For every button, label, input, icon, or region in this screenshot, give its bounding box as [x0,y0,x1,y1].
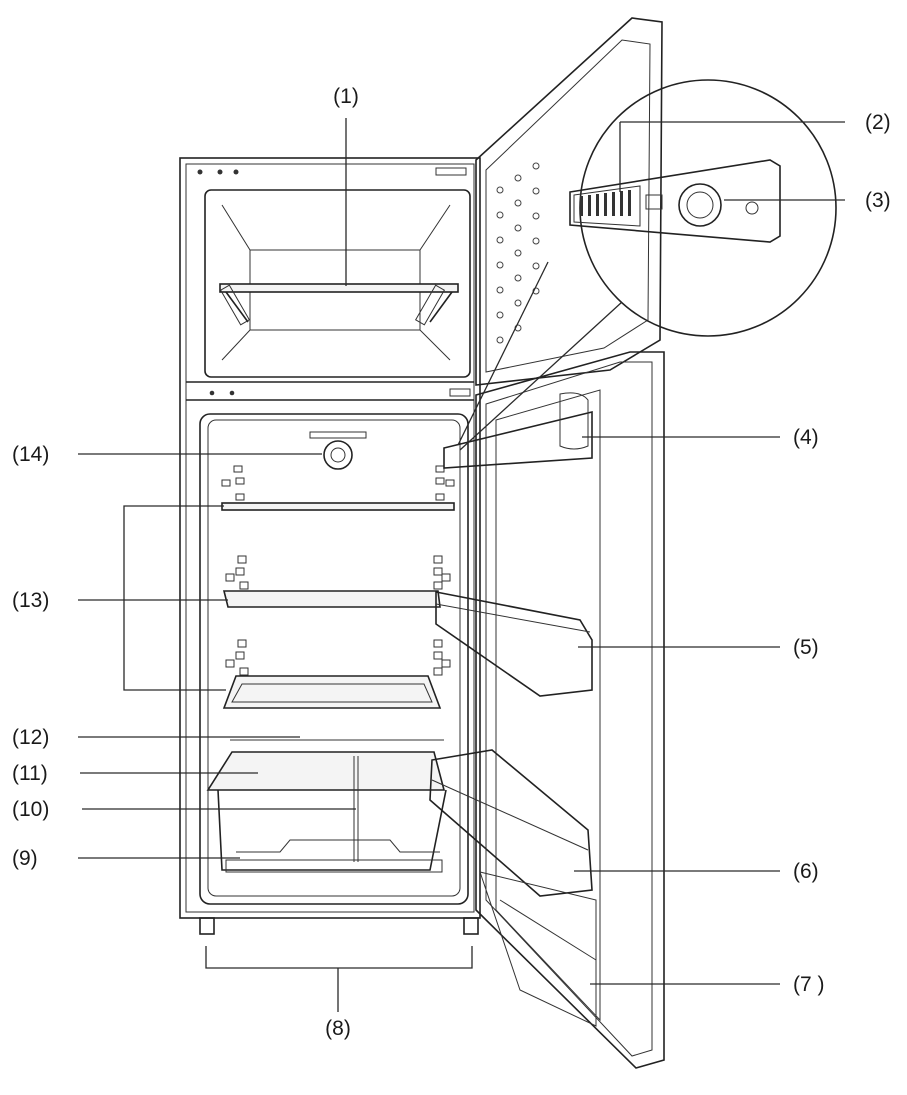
label-5: (5) [793,636,819,659]
fridge-door [429,351,665,1069]
label-10: (10) [12,798,49,821]
fridge-compartment [199,413,469,905]
leader-lines [78,118,845,1012]
cabinet [179,157,481,919]
label-14: (14) [12,443,49,466]
control-panel-magnifier [457,79,837,451]
freezer-door [475,17,663,386]
callout-labels: (1) (2) (3) (4) (5) (6) (7 ) (8) (9) (10… [12,85,891,1040]
label-8: (8) [325,1017,351,1040]
freezer-compartment [204,189,471,378]
label-6: (6) [793,860,819,883]
label-12: (12) [12,726,49,749]
label-1: (1) [333,85,359,108]
label-11: (11) [12,762,48,785]
feet [199,917,479,935]
label-3: (3) [865,189,891,212]
label-7: (7 ) [793,973,825,996]
label-13: (13) [12,589,49,612]
label-9: (9) [12,847,38,870]
label-4: (4) [793,426,819,449]
label-2: (2) [865,111,891,134]
